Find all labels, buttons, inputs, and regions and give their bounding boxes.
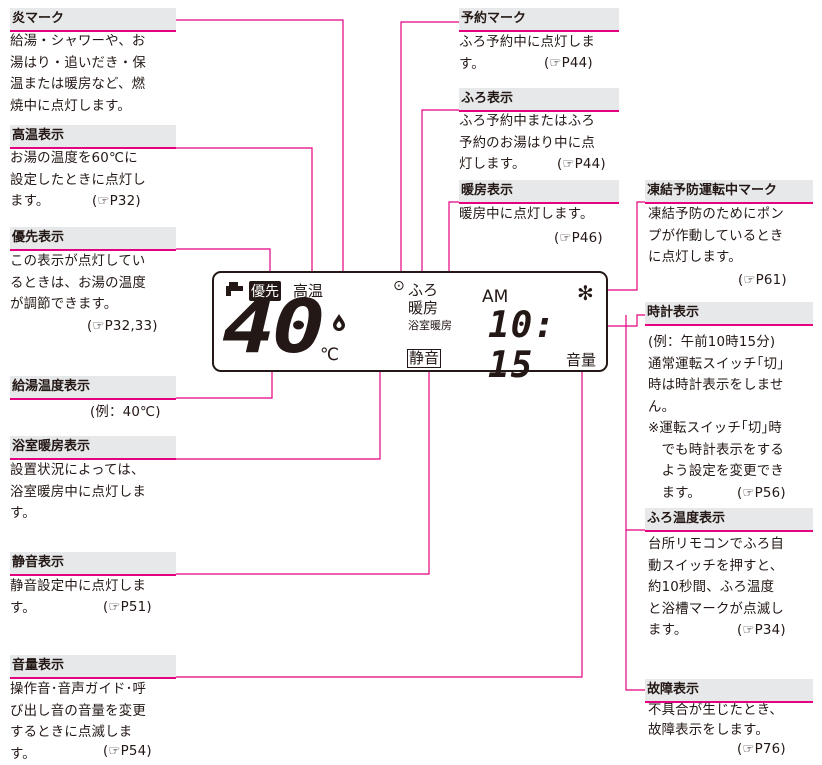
volume-indicator: 音量: [566, 351, 597, 369]
high-temp-indicator: 高温: [293, 282, 324, 300]
line-supplytemp: [176, 370, 273, 399]
line-bathtemp: [625, 315, 645, 531]
bath-temp-ref: (☞P34): [737, 623, 786, 638]
priority-header: 優先表示: [10, 227, 176, 251]
reserve-mark-description: ふろ予約中に点灯しま す。: [459, 35, 595, 72]
fault-description: 不具合が生じたとき、 故障表示をします。: [648, 703, 783, 738]
bathroom-heating-indicator: 浴室暖房: [408, 319, 452, 332]
quiet-header: 静音表示: [10, 552, 176, 576]
bath-indicator: ふろ: [408, 281, 439, 299]
freeze-mark-ref: (☞P61): [738, 273, 787, 288]
bath-ref: (☞P44): [557, 157, 606, 172]
bathroom-heating-description: 設置状況によっては、 浴室暖房中に点灯しま す。: [10, 463, 146, 521]
volume-header: 音量表示: [10, 655, 176, 679]
heating-header: 暖房表示: [459, 180, 619, 204]
freeze-mark-header: 凍結予防運転中マーク: [645, 180, 813, 204]
bath-temp-header: ふろ温度表示: [645, 508, 813, 532]
clock-digits: 10: 15: [488, 305, 557, 386]
supply-temp-digits: 40: [222, 284, 325, 370]
clock-ref: (☞P56): [737, 486, 786, 501]
volume-description: 操作音･音声ガイド･呼 び出し音の音量を変更 するときに点滅しま す。: [10, 682, 147, 762]
reserve-mark-header: 予約マーク: [459, 8, 619, 32]
snowflake-icon: ✻: [577, 281, 594, 305]
high-temp-description: お湯の温度を60℃に 設定したときに点灯し ます。: [10, 151, 146, 209]
heating-indicator: 暖房: [408, 299, 439, 317]
quiet-ref: (☞P51): [103, 600, 152, 615]
bathroom-heating-header: 浴室暖房表示: [10, 436, 176, 460]
faucet-icon: [226, 282, 243, 296]
freeze-mark-description: 凍結予防のためにポン プが作動しているとき に点灯します。: [648, 207, 784, 265]
celsius-unit: ℃: [320, 345, 340, 365]
supply-temp-header: 給湯温度表示: [10, 376, 176, 400]
priority-description: この表示が点灯してい るときは、お湯の温度 が調節できます。: [10, 254, 146, 312]
line-clock: [590, 314, 645, 327]
line-reserve: [400, 21, 459, 283]
reserve-clock-icon: ⊙: [393, 278, 405, 294]
supply-temp-ref: (例：40℃): [90, 405, 161, 420]
am-indicator: AM: [482, 287, 509, 307]
line-hightemp: [176, 147, 313, 283]
line-fault: [625, 530, 645, 691]
line-volume: [176, 370, 583, 678]
flame-mark-description: 給湯・シャワーや、お 湯はり・追いだき・保 温または暖房など、燃 焼中に点灯しま…: [10, 34, 146, 114]
line-bath: [421, 109, 459, 280]
clock-description: (例：午前10時15分) 通常運転スイッチ｢切｣ 時は時計表示をしませ ん。 ※…: [648, 335, 785, 501]
bath-header: ふろ表示: [459, 88, 619, 112]
quiet-indicator: 静音: [407, 349, 442, 368]
line-freeze: [597, 201, 645, 291]
reserve-mark-ref: (☞P44): [544, 56, 593, 71]
flame-icon: [333, 314, 345, 331]
priority-indicator: 優先: [249, 281, 281, 301]
flame-mark-header: 炎マーク: [10, 8, 176, 32]
heating-description: 暖房中に点灯します。: [459, 207, 594, 222]
fault-ref: (☞P76): [737, 742, 786, 757]
high-temp-ref: (☞P32): [92, 194, 141, 209]
remote-lcd-display: 優先 高温 40 ℃ ⊙ ふろ 暖房 浴室暖房 静音 AM ✻ 10: 15 音…: [212, 271, 608, 386]
clock-header: 時計表示: [645, 302, 813, 326]
bath-description: ふろ予約中またはふろ 予約のお湯はり中に点 灯します。: [459, 114, 595, 172]
fault-header: 故障表示: [645, 679, 813, 703]
bath-temp-description: 台所リモコンでふろ自 動スイッチを押すと、 約10秒間、ふろ温度 と浴槽マークが…: [648, 537, 784, 638]
heating-ref: (☞P46): [554, 231, 603, 246]
priority-ref: (☞P32,33): [87, 319, 158, 334]
quiet-description: 静音設定中に点灯しま す。: [10, 579, 146, 616]
line-quiet: [176, 370, 430, 575]
high-temp-header: 高温表示: [10, 125, 176, 149]
volume-ref: (☞P54): [103, 744, 152, 759]
